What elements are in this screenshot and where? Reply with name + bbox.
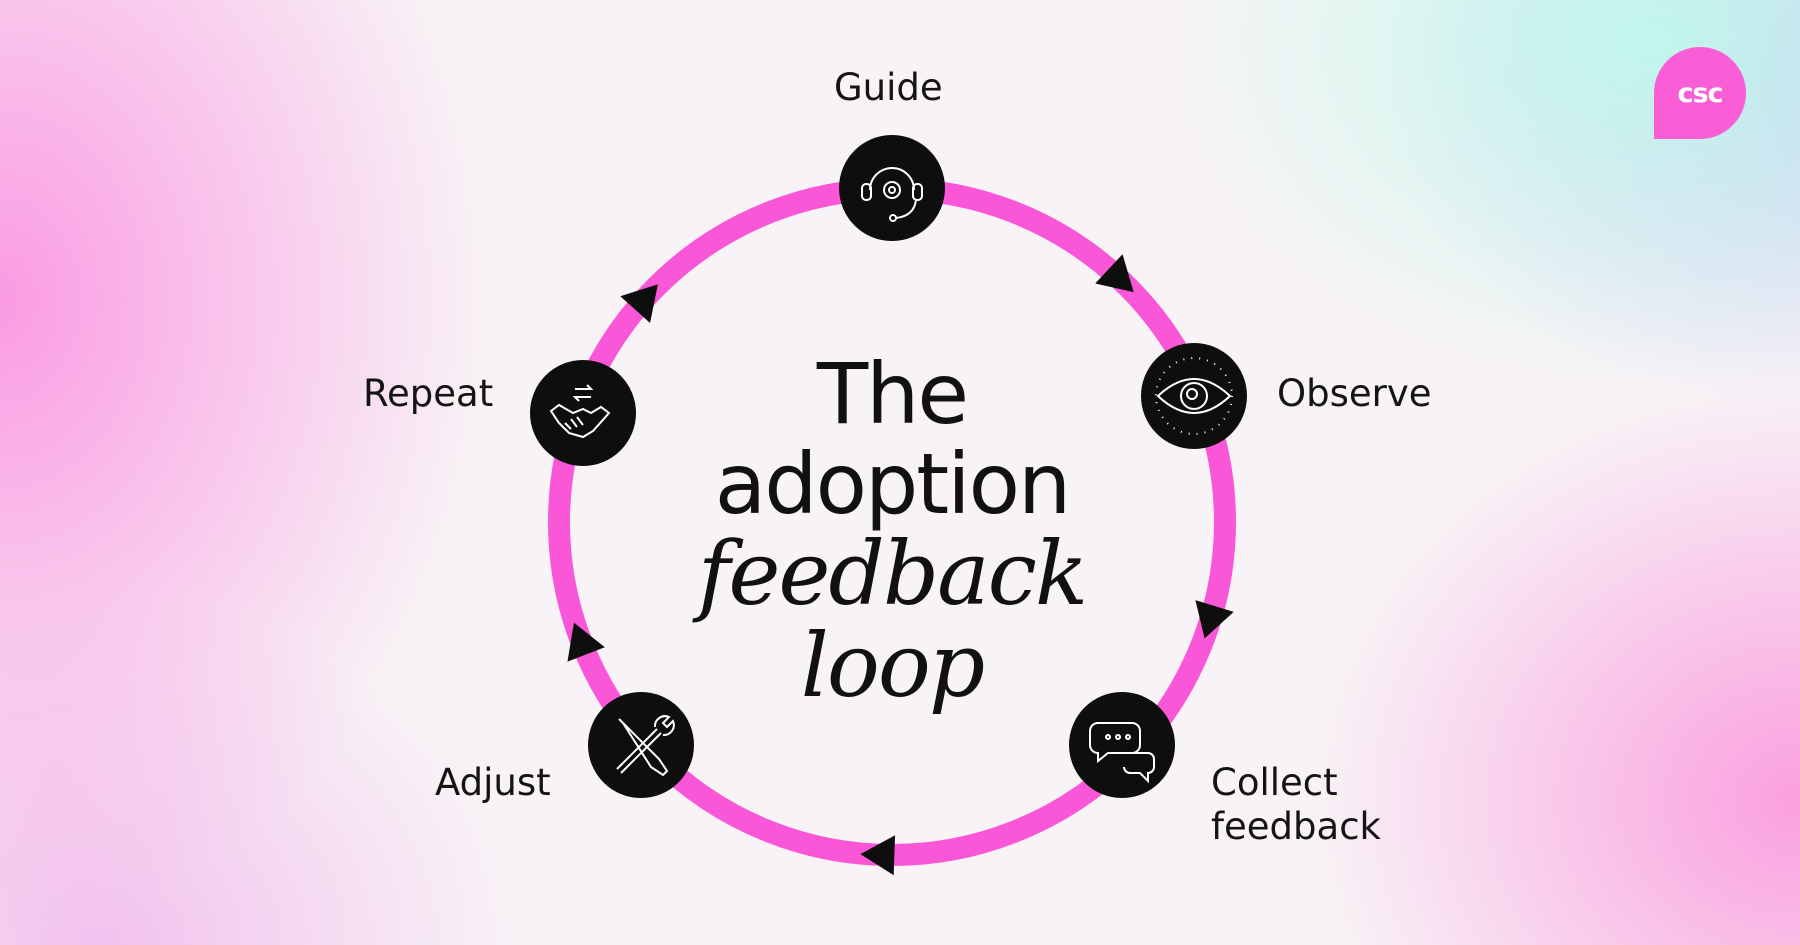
chat-bubbles-icon <box>1089 722 1155 784</box>
handshake-icon <box>549 384 611 439</box>
step-label-guide: Guide <box>834 66 943 109</box>
step-label-adjust: Adjust <box>435 761 551 804</box>
logo-text: csc <box>1677 77 1723 109</box>
title-line-loop: loop <box>800 614 985 717</box>
direction-arrow-icon <box>620 284 658 323</box>
collect-feedback-node <box>1069 692 1175 798</box>
direction-arrow-icon <box>860 835 896 876</box>
direction-arrow-icon <box>567 622 605 662</box>
step-label-repeat: Repeat <box>363 372 494 415</box>
step-label-observe: Observe <box>1277 372 1432 415</box>
direction-arrow-icon <box>1195 600 1234 639</box>
headset-gear-icon <box>861 167 923 222</box>
title-line-adoption: adoption <box>714 435 1071 533</box>
step-label-collect: Collect feedback <box>1211 761 1381 849</box>
title-line-the: The <box>816 345 969 443</box>
wrench-screwdriver-icon <box>616 715 675 777</box>
step-label-collect-line1: Collect <box>1211 761 1338 804</box>
csc-logo: csc <box>1654 47 1746 139</box>
observe-node <box>1141 343 1247 449</box>
adjust-node <box>588 692 694 798</box>
step-label-collect-line2: feedback <box>1211 805 1381 848</box>
title-line-feedback: feedback <box>697 522 1088 625</box>
guide-node <box>839 135 945 241</box>
direction-arrow-icon <box>1095 254 1134 293</box>
eye-icon <box>1155 357 1233 435</box>
repeat-node <box>530 360 636 466</box>
